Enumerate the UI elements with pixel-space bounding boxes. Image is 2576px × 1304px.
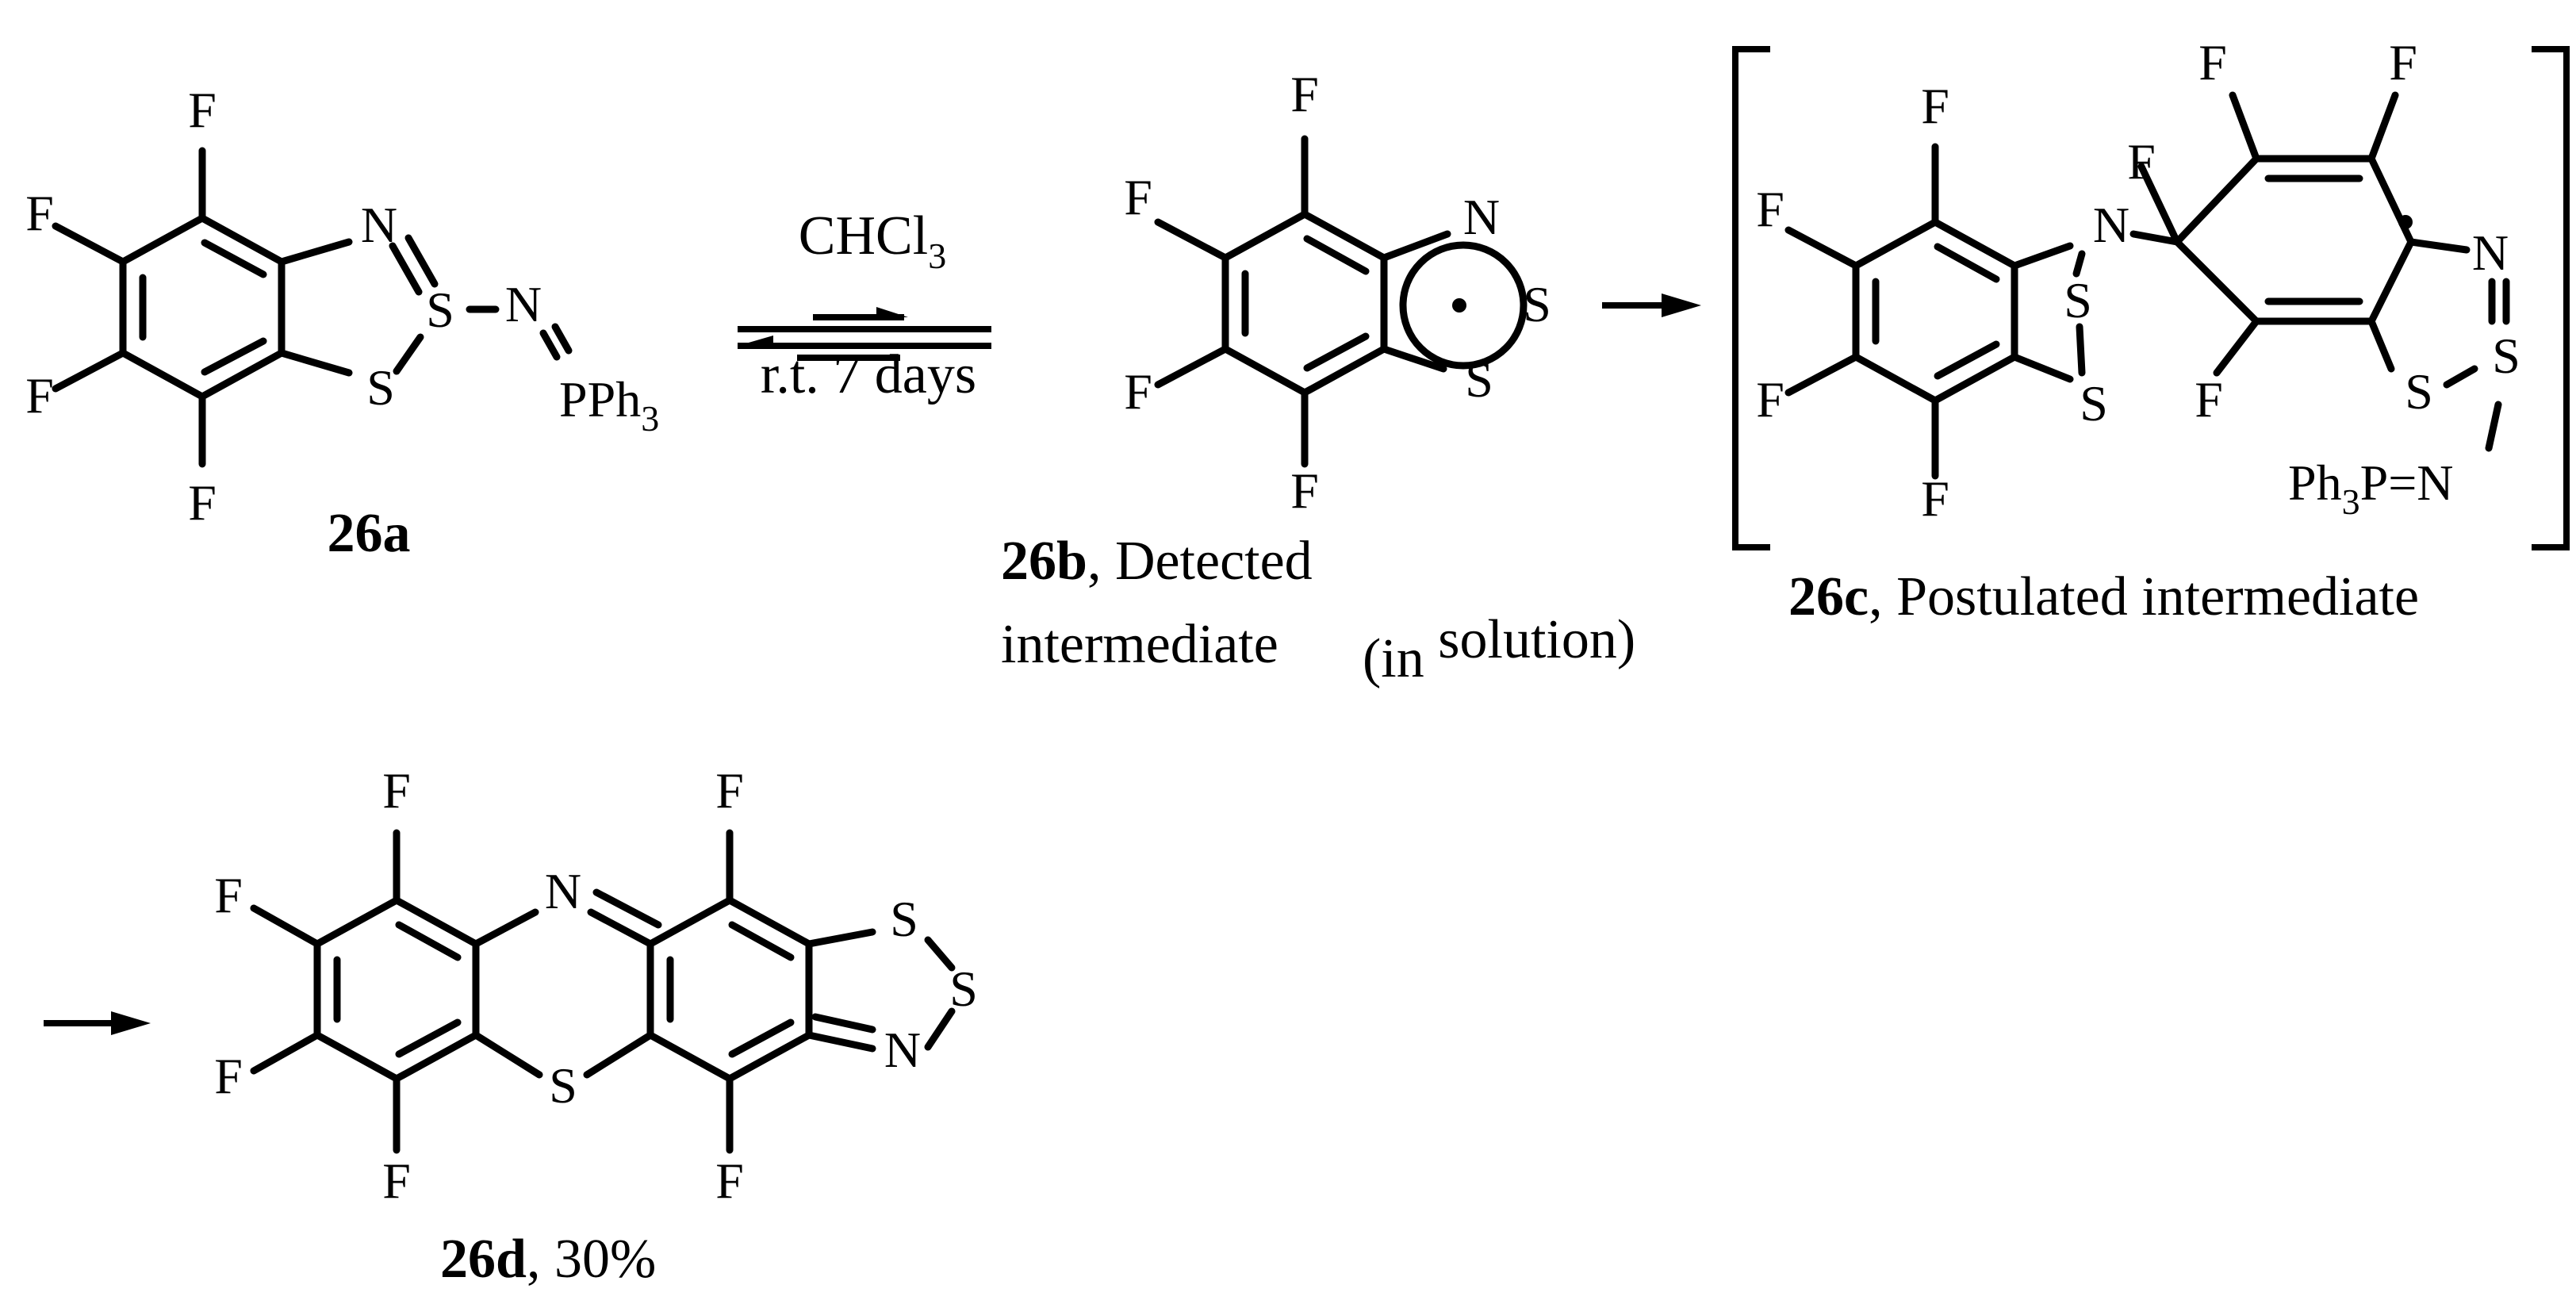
compound-26c-label: 26c, Postulated intermediate bbox=[1788, 566, 2419, 627]
atom-s: S bbox=[890, 891, 918, 947]
atom-n: N bbox=[2472, 224, 2509, 281]
atom-f: F bbox=[214, 867, 243, 923]
reaction-arrow bbox=[44, 1011, 151, 1035]
atom-s: S bbox=[549, 1057, 577, 1114]
atom-f: F bbox=[1756, 371, 1784, 428]
atom-f: F bbox=[1921, 470, 1949, 527]
compound-26d-label: 26d, 30% bbox=[440, 1229, 656, 1290]
atom-s: S bbox=[2492, 328, 2520, 384]
atom-f: F bbox=[1756, 181, 1784, 237]
compound-26b-description: intermediate(in solution) bbox=[1001, 609, 1635, 689]
atom-f: F bbox=[188, 82, 217, 138]
atom-s: S bbox=[366, 359, 395, 416]
atom-s: S bbox=[1465, 351, 1493, 408]
atom-f: F bbox=[1290, 462, 1319, 519]
atom-f: F bbox=[25, 367, 54, 424]
compound-26a-label: 26a bbox=[328, 503, 411, 564]
atom-f: F bbox=[214, 1048, 243, 1104]
atom-n: N bbox=[1463, 189, 1500, 245]
atom-f: F bbox=[25, 185, 54, 241]
atom-n: N bbox=[545, 863, 581, 919]
atom-n: N bbox=[884, 1022, 921, 1078]
reaction-solvent: CHCl3 bbox=[799, 205, 946, 276]
reaction-conditions: r.t. 7 days bbox=[761, 344, 976, 405]
atom-n: N bbox=[505, 276, 542, 332]
ph3p-n-group: Ph3P=N bbox=[2288, 454, 2454, 522]
atom-s: S bbox=[949, 961, 978, 1017]
reaction-arrow bbox=[1602, 293, 1701, 317]
atom-n: N bbox=[2093, 197, 2129, 253]
compound-26d-structure bbox=[250, 829, 956, 1154]
atom-f: F bbox=[188, 474, 217, 531]
atom-f: F bbox=[2389, 34, 2417, 90]
atom-s: S bbox=[2405, 363, 2433, 420]
compound-26c-structure bbox=[1732, 46, 2570, 550]
atom-n: N bbox=[361, 197, 397, 253]
atom-s: S bbox=[426, 282, 454, 338]
equilibrium-arrow bbox=[738, 307, 991, 361]
atom-f: F bbox=[1921, 78, 1949, 134]
atom-f: F bbox=[715, 1153, 744, 1209]
compound-26a-structure bbox=[52, 147, 573, 468]
atom-f: F bbox=[1124, 363, 1152, 420]
pph3-group: PPh3 bbox=[559, 371, 659, 439]
atom-f: F bbox=[382, 762, 411, 819]
compound-26b-structure bbox=[1154, 135, 1528, 468]
atom-s: S bbox=[2064, 272, 2092, 328]
atom-s: S bbox=[2080, 375, 2108, 431]
atom-f: F bbox=[2198, 34, 2227, 90]
atom-f: F bbox=[1124, 169, 1152, 225]
atom-f: F bbox=[1290, 66, 1319, 122]
atom-f: F bbox=[2195, 371, 2223, 428]
atom-f: F bbox=[2127, 133, 2156, 190]
atom-f: F bbox=[382, 1153, 411, 1209]
atom-f: F bbox=[715, 762, 744, 819]
compound-26b-label: 26b, Detected bbox=[1001, 531, 1313, 592]
atom-s: S bbox=[1523, 276, 1551, 332]
